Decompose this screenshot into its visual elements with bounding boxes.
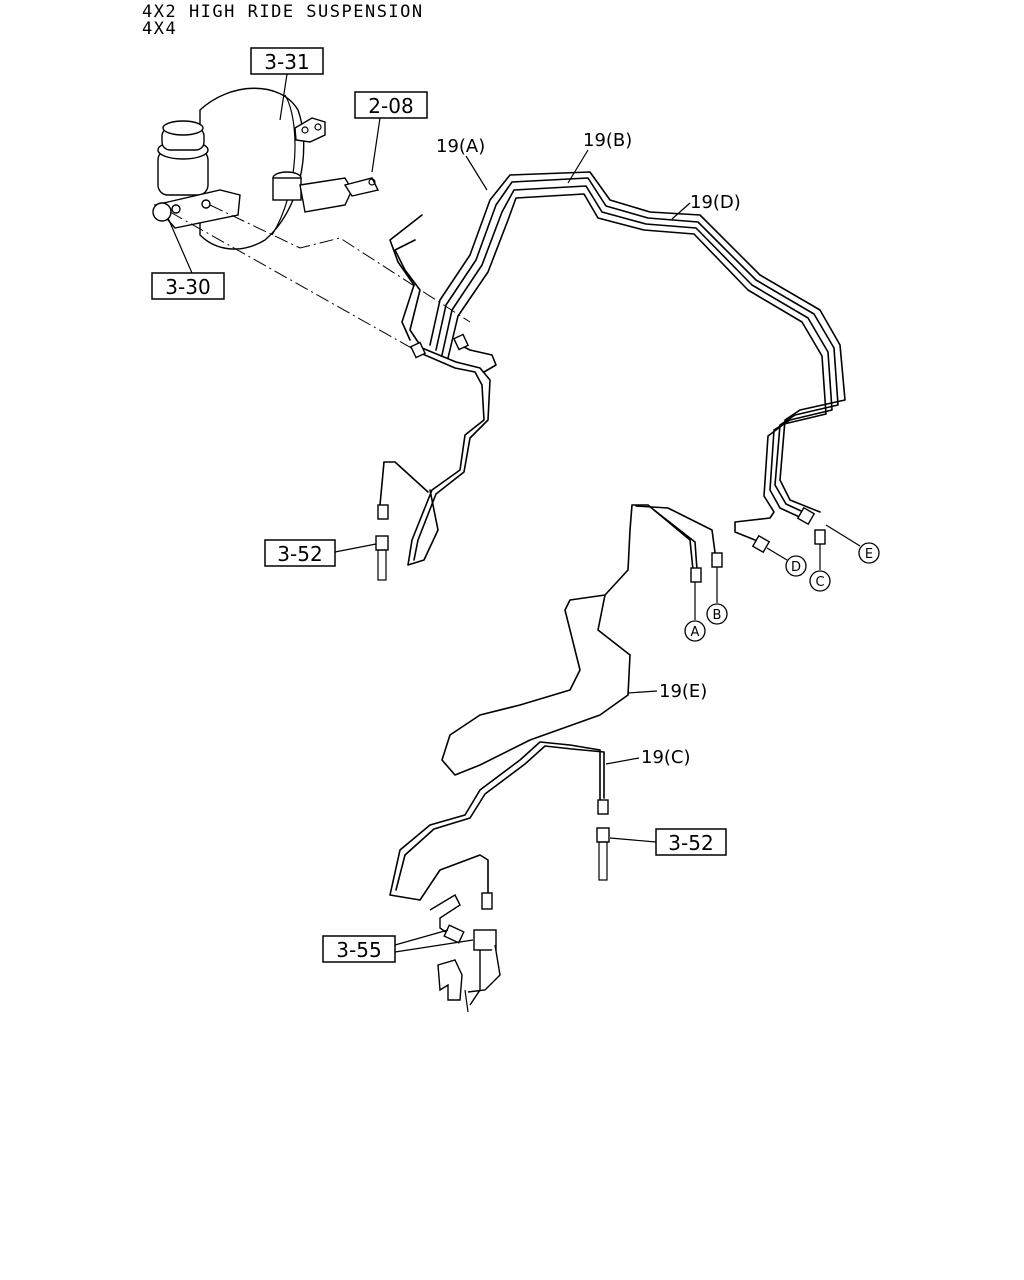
diagram-header: 4X2 HIGH RIDE SUSPENSION 4X4 <box>142 4 424 38</box>
pipe-label-19d: 19(D) <box>671 192 741 220</box>
end-marker-d: D <box>766 547 807 577</box>
callout-3-52-front: 3-52 <box>264 539 377 567</box>
callout-3-31: 3-31 <box>250 47 324 121</box>
end-marker-d-text: D <box>791 560 801 575</box>
rear-brake-pipes <box>389 504 717 901</box>
end-marker-c-text: C <box>815 575 824 590</box>
end-marker-c: C <box>809 544 831 592</box>
callout-3-55-text: 3-55 <box>336 938 381 962</box>
pipe-label-19c-text: 19(C) <box>641 747 691 768</box>
end-marker-b: B <box>706 567 728 625</box>
end-marker-e-text: E <box>865 547 873 562</box>
pipe-label-19b: 19(B) <box>567 130 632 184</box>
pipe-label-19e-text: 19(E) <box>659 681 707 702</box>
pipe-label-19d-text: 19(D) <box>690 192 741 213</box>
pipe-label-19c: 19(C) <box>605 747 691 768</box>
leader-dash-2 <box>209 204 471 323</box>
brake-booster-assembly <box>152 87 380 250</box>
pipe-fittings <box>375 333 826 910</box>
leader-dash-1 <box>169 211 416 351</box>
callout-3-31-text: 3-31 <box>264 50 309 74</box>
callout-3-55: 3-55 <box>322 929 474 963</box>
end-marker-a: A <box>684 582 706 642</box>
pipe-label-19b-text: 19(B) <box>583 130 632 151</box>
junction-bracket <box>429 894 501 1013</box>
main-pipe-bundle <box>429 171 846 541</box>
end-marker-a-text: A <box>691 625 700 640</box>
callout-2-08-text: 2-08 <box>368 94 413 118</box>
pipe-label-19e: 19(E) <box>627 681 707 702</box>
end-marker-e: E <box>825 524 880 564</box>
header-line-1: 4X2 HIGH RIDE SUSPENSION <box>142 2 424 22</box>
end-marker-b-text: B <box>713 608 722 623</box>
callout-3-30-text: 3-30 <box>165 275 210 299</box>
header-line-2: 4X4 <box>142 19 178 39</box>
front-brake-pipes <box>379 214 497 566</box>
callout-3-52-front-text: 3-52 <box>277 542 322 566</box>
pipe-label-19a-text: 19(A) <box>436 136 485 157</box>
pipe-label-19a: 19(A) <box>436 136 488 191</box>
callout-3-52-rear: 3-52 <box>609 828 727 856</box>
callout-2-08: 2-08 <box>354 91 428 173</box>
callout-3-30: 3-30 <box>151 217 225 300</box>
callout-3-52-rear-text: 3-52 <box>668 831 713 855</box>
